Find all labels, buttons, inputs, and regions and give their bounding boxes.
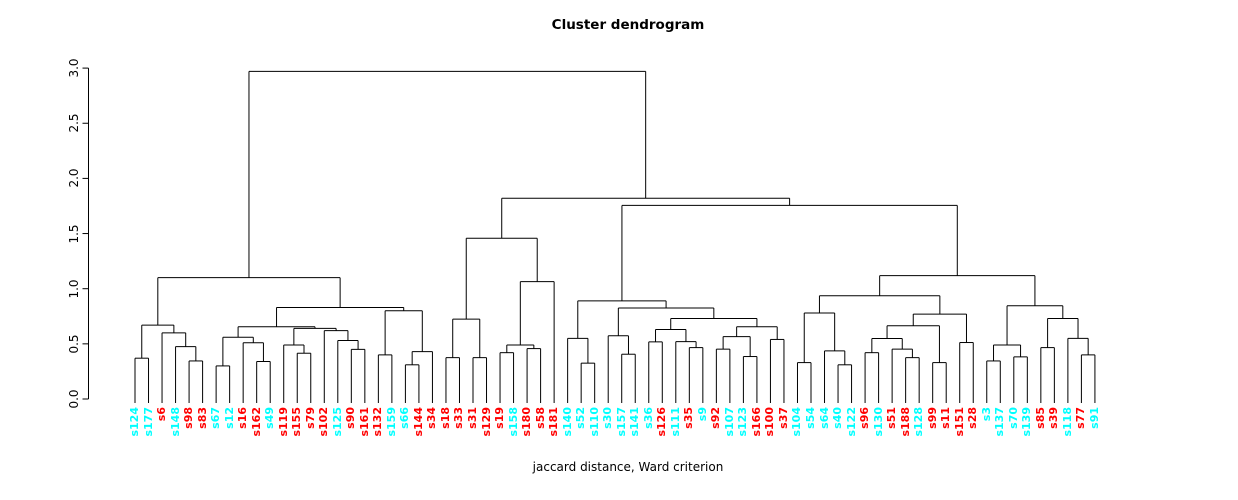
leaf-label: s83 [195,407,209,429]
leaf-label: s166 [749,407,763,437]
leaf-label: s99 [925,407,939,429]
leaf-label: s98 [182,407,196,429]
leaf-label: s67 [209,407,223,429]
leaf-label: s40 [831,407,845,429]
leaf-label: s122 [844,407,858,437]
leaf-label: s54 [804,407,817,429]
leaf-label: s155 [290,407,304,437]
leaf-label: s180 [520,407,534,437]
leaf-label: s129 [479,407,493,437]
leaf-label: s151 [952,407,966,437]
leaf-label: s119 [276,407,290,437]
leaf-label: s104 [790,407,804,437]
leaf-label: s100 [763,407,777,437]
leaf-label: s51 [885,407,899,429]
y-tick-label: 1.0 [67,279,81,299]
leaf-label: s177 [141,407,155,437]
leaf-label: s6 [155,407,169,422]
leaf-label: s92 [709,407,723,429]
leaf-label: s18 [438,407,452,429]
leaf-label: s66 [398,407,412,429]
leaf-label: s79 [303,407,317,429]
leaf-label: s96 [858,407,872,429]
leaf-label: s34 [425,407,439,429]
leaf-label: s33 [452,407,466,429]
leaf-label: s19 [493,407,507,429]
leaf-label: s102 [317,407,331,437]
leaf-label: s162 [249,407,263,437]
leaf-label: s159 [384,407,398,437]
leaf-label: s12 [222,407,236,429]
leaf-label: s37 [776,407,790,429]
leaf-label: s181 [547,407,561,437]
leaf-label: s31 [466,407,479,429]
leaf-label: s158 [506,407,520,437]
leaf-label: s36 [641,407,655,429]
leaf-label: s188 [898,407,912,437]
leaf-label: s35 [682,407,696,429]
leaf-label: s130 [871,407,885,437]
leaf-label: s58 [533,407,547,429]
y-tick-label: 3.0 [67,58,81,78]
leaf-label: s139 [1020,407,1034,437]
y-tick-label: 0.0 [67,389,81,409]
leaf-label: s11 [939,407,953,429]
leaf-label: s140 [560,407,574,437]
leaf-label: s91 [1087,407,1101,429]
leaf-label: s157 [614,407,628,437]
leaf-label: s90 [344,407,358,429]
leaf-label: s132 [371,407,385,437]
leaf-label: s126 [655,407,669,437]
y-tick-label: 2.5 [67,113,81,133]
leaf-label: s161 [357,407,371,437]
leaf-label: s85 [1033,407,1047,429]
y-tick-label: 2.0 [67,168,81,188]
leaf-label: s9 [695,407,709,422]
leaf-label: s118 [1060,407,1074,437]
leaf-label: s111 [668,407,682,437]
leaf-label: s125 [330,407,344,437]
leaf-label: s16 [236,407,250,429]
leaf-label: s124 [128,407,141,437]
leaf-label: s64 [817,407,831,429]
leaf-label: s137 [993,407,1007,437]
leaf-label: s107 [722,407,736,437]
leaf-label: s28 [966,407,980,429]
leaf-label: s77 [1074,407,1088,429]
leaf-label: s30 [601,407,615,429]
leaf-label: s70 [1006,407,1020,429]
leaf-label: s3 [979,407,993,422]
leaf-label: s39 [1047,407,1061,429]
leaf-label: s123 [736,407,750,437]
leaf-label: s52 [574,407,588,429]
leaf-label: s144 [411,407,425,437]
y-tick-label: 1.5 [67,224,81,244]
leaf-label: s128 [912,407,926,437]
leaf-label: s141 [628,407,642,437]
leaf-label: s49 [263,407,277,429]
y-tick-label: 0.5 [67,334,81,354]
x-axis-label: jaccard distance, Ward criterion [532,460,724,474]
leaf-label: s110 [587,407,601,437]
leaf-label: s148 [168,407,182,437]
chart-title: Cluster dendrogram [551,17,705,33]
